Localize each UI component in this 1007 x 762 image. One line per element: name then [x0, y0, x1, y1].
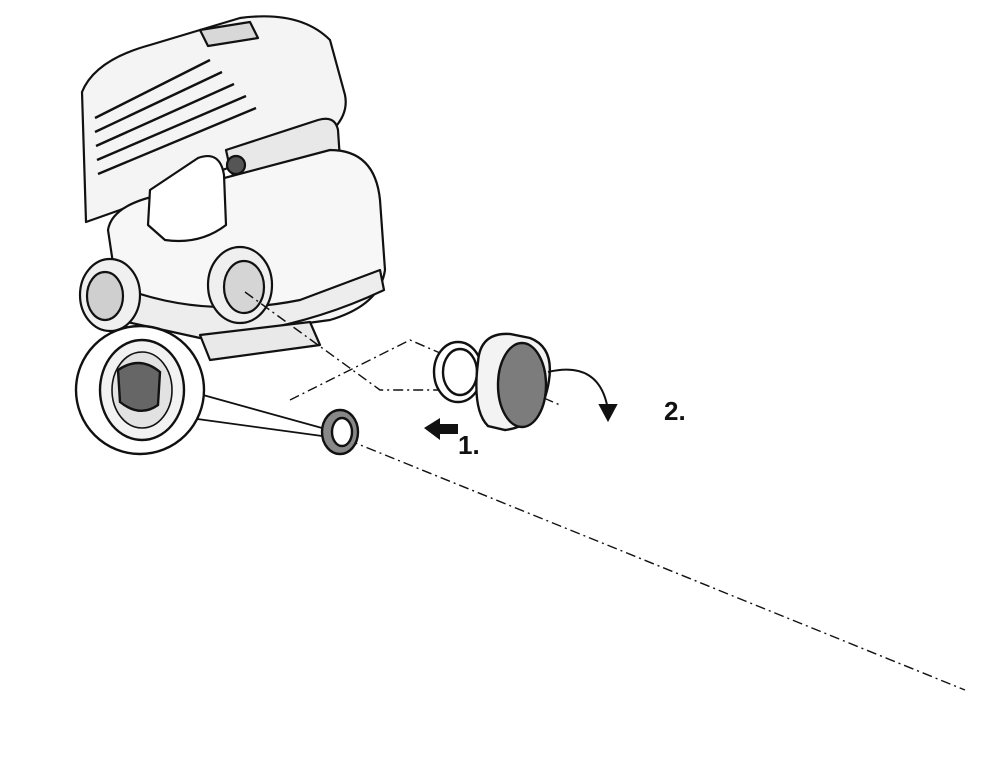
cover-ribs — [94, 58, 257, 176]
inset-circle-detail — [74, 324, 323, 456]
alignment-lines — [244, 291, 966, 691]
o-ring-upper — [432, 340, 484, 404]
valve-flap — [116, 361, 162, 412]
outlet-port-inner — [222, 259, 266, 315]
selector-knob — [146, 154, 228, 243]
step-1-label: 1. — [458, 430, 480, 460]
pump-flange — [198, 320, 322, 362]
left-port-inner — [85, 270, 125, 322]
curved-arrow-icon — [547, 368, 618, 423]
leader-line — [184, 389, 323, 429]
brand-badge — [198, 20, 260, 48]
arrow-left-icon — [424, 418, 458, 440]
step-2-label: 2. — [664, 396, 686, 426]
pump-unit — [78, 15, 387, 362]
cap-nut — [475, 332, 552, 432]
o-ring-small — [320, 408, 360, 456]
leader-line-2 — [189, 417, 323, 437]
latch-knob — [225, 154, 247, 176]
